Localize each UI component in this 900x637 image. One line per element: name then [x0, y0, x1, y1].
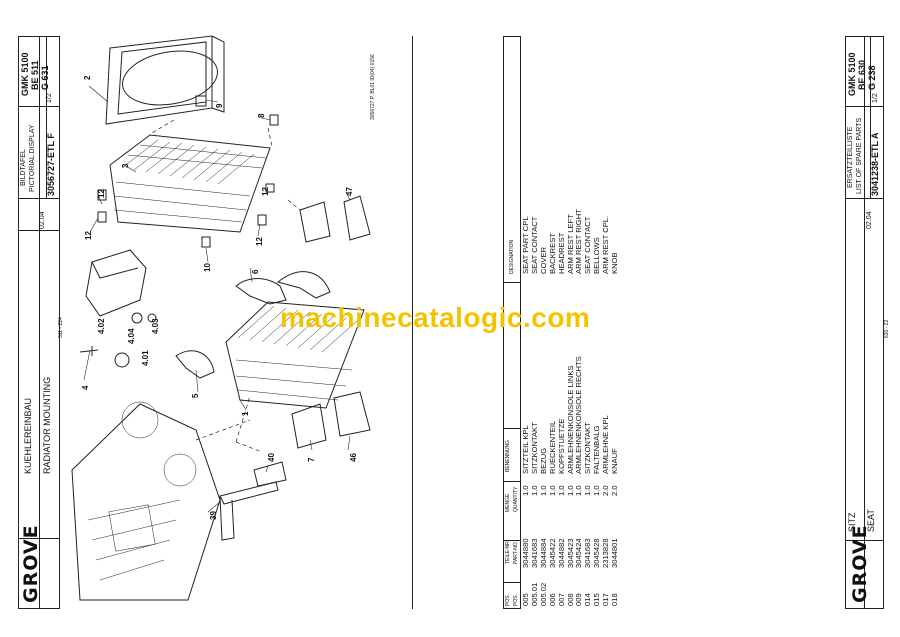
right-date: 02.04: [866, 211, 873, 229]
callout-label: 4.01: [141, 350, 150, 366]
parts-table: [503, 36, 521, 609]
doc-number: 3056727-ETL F: [46, 133, 56, 196]
watermark: machinecatalogic.com: [280, 302, 591, 333]
callout-label: 12: [84, 231, 93, 240]
header-pos: POS.: [505, 594, 511, 606]
header-part: TEILE-NR.: [505, 539, 511, 564]
callout-label: 3: [121, 163, 130, 168]
label-en: PICTORIAL DISPLAY: [29, 124, 36, 192]
pos-column: 005 005.01 005.02 006 007 008 009 014 01…: [521, 583, 620, 606]
title-de: KUEHLEREINBAU: [23, 397, 33, 474]
header-benennung: BENENNUNG: [505, 440, 511, 472]
callout-label: 2: [83, 75, 92, 80]
title-en: RADIATOR MOUNTING: [42, 376, 52, 474]
page-divider: [412, 36, 413, 609]
callout-label: 4.02: [97, 318, 106, 334]
callout-label: 4: [81, 385, 90, 390]
callout-label: 12: [255, 237, 264, 246]
qty-column: 1.0 1.0 1.0 1.0 1.0 1.0 1.0 1.0 1.0 2.0 …: [521, 485, 620, 496]
drawing-reference: 3056727 P. BL01 ID(04) 0156: [370, 54, 376, 120]
callout-label: 4.03: [151, 318, 160, 334]
name-en-cell: KNOB: [610, 252, 620, 274]
page-number: 1/2: [46, 93, 53, 103]
header-part-en: PART-NO.: [513, 540, 519, 564]
right-title-de: SITZ: [847, 512, 857, 533]
callout-label: 8: [257, 113, 266, 118]
header-qty-en: QUANTITY: [513, 486, 519, 512]
name-de-cell: KNAUF: [610, 448, 620, 474]
right-model: GMK 5100: [847, 52, 857, 96]
callout-label: 12: [97, 189, 106, 198]
callout-label: 46: [349, 453, 358, 462]
label-de: BILDTAFEL: [20, 149, 27, 186]
callout-label: 40: [267, 453, 276, 462]
callout-label: 4.04: [127, 328, 136, 344]
pos-cell: 018: [610, 593, 620, 606]
callout-label: 12: [261, 187, 270, 196]
header-pos-en: POS.: [513, 594, 519, 606]
callout-label: 39: [209, 511, 218, 520]
callout-label: 1: [241, 411, 250, 416]
grove-logo: GROVE: [20, 524, 42, 603]
designation-column: SEAT PART CPL SEAT CONTACT COVER BACKRES…: [521, 209, 620, 274]
part-column: 3044880 3041683 3044884 3045422 3044882 …: [521, 538, 620, 568]
radiator-exploded-drawing: 2 9 8 3 12 12 47 12 12 10 6 4.02 4.03 4.…: [71, 35, 371, 601]
part-cell: 3044801: [610, 538, 620, 568]
date-label: 02.04: [39, 211, 46, 229]
callout-label: 5: [191, 393, 200, 398]
right-label-en: LIST OF SPARE PARTS: [856, 117, 863, 194]
qty-cell: 2.0: [610, 485, 620, 496]
grove-logo-right: GROVE: [849, 524, 871, 603]
right-label-de: ERSATZTEILLISTE: [847, 126, 854, 188]
right-page-number: 1/2: [872, 93, 879, 103]
callout-label: 6: [251, 269, 260, 274]
callout-label: 10: [203, 263, 212, 272]
header-qty: MENGE: [505, 493, 511, 512]
left-header-block: [18, 36, 60, 231]
callout-label: 7: [307, 457, 316, 462]
right-doc-number: 3041238-ETL A: [870, 132, 880, 196]
right-title-en: SEAT: [866, 509, 876, 532]
callout-label: 9: [215, 103, 224, 108]
model: GMK 5100: [20, 52, 30, 96]
benennung-column: SITZTEIL KPL SITZKONTAKT BEZUG RUECKENTE…: [521, 356, 620, 474]
be-number: BE 511: [30, 60, 40, 90]
right-page-code: 630 - 22: [884, 319, 890, 338]
right-group-number: G 238: [867, 65, 877, 90]
callout-label: 47: [345, 187, 354, 196]
right-be-number: BE 630: [857, 59, 867, 90]
header-designation: DESIGNATION: [509, 239, 515, 274]
group-number: G 631: [40, 65, 50, 90]
